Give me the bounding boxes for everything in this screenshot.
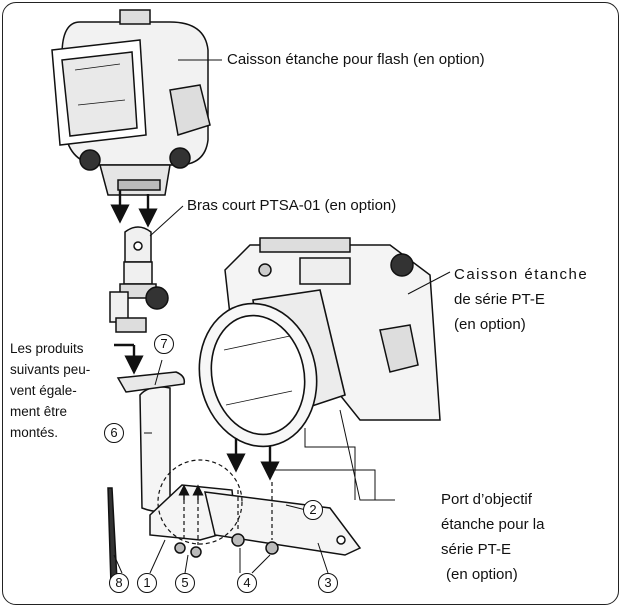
short-arm-label: Bras court PTSA-01 (en option) — [187, 197, 397, 214]
mounting-note-line5: montés. — [10, 425, 59, 440]
flash-arrows — [110, 190, 158, 228]
mounting-note-line3: vent égale- — [10, 383, 77, 398]
mounting-note-line4: ment être — [10, 404, 68, 419]
camera-housing-label-line1: Caisson étanche — [454, 266, 589, 283]
lens-port-label-line1: Port d’objectif — [441, 491, 532, 508]
camera-leaders — [339, 271, 451, 501]
short-arm-leader — [149, 205, 184, 237]
callout-4: 4 — [237, 573, 257, 593]
flash-housing-drawing — [51, 9, 211, 196]
callout-6: 6 — [104, 423, 124, 443]
mounting-note-line2: suivants peu- — [10, 362, 91, 377]
callout-5: 5 — [175, 573, 195, 593]
lens-port-drawing — [198, 289, 346, 448]
callout-leaders — [113, 359, 329, 574]
short-arm-drawing — [109, 226, 169, 333]
callout-3: 3 — [318, 573, 338, 593]
camera-housing-label-line2: de série PT-E — [454, 291, 545, 308]
camera-housing-label-line3: (en option) — [454, 316, 526, 333]
callout-7: 7 — [154, 334, 174, 354]
callout-8: 8 — [109, 573, 129, 593]
lens-port-label-line2: étanche pour la — [441, 516, 545, 533]
flash-housing-label: Caisson étanche pour flash (en option) — [227, 51, 485, 68]
screw-arrows — [178, 484, 204, 500]
lens-port-label-line3: série PT-E — [441, 541, 512, 558]
callout-1: 1 — [137, 573, 157, 593]
bracket-lines — [269, 428, 376, 500]
lens-port-label-line4: (en option) — [446, 566, 518, 583]
mounting-note-line1: Les produits — [10, 341, 84, 356]
guide-dashes — [157, 459, 273, 545]
callout-2: 2 — [303, 500, 323, 520]
